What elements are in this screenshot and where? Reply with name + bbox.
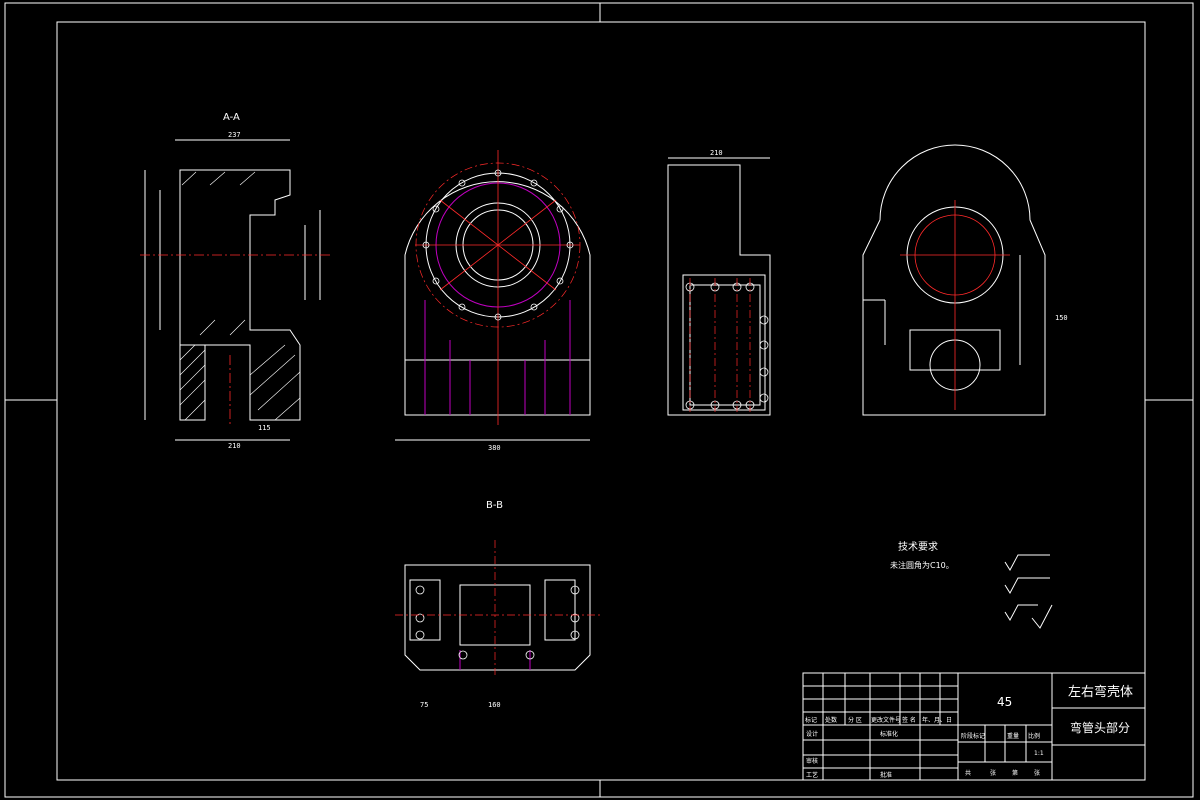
view-side: 210 [667, 149, 771, 416]
part-name-line-2: 弯管头部分 [1070, 720, 1130, 735]
dim-aa-top: 237 [228, 131, 241, 139]
stage-label-2: 比例 [1028, 732, 1040, 740]
view-front: 380 [395, 150, 591, 452]
stage-label-0: 阶段标记 [961, 732, 985, 740]
tech-heading: 技术要求 [898, 540, 938, 553]
approve-label: 批准 [880, 771, 892, 779]
row-label-3: 更改文件号 [871, 716, 901, 724]
view-section-bb: B-B 160 75 [395, 500, 600, 709]
process-label: 工艺 [806, 771, 818, 779]
dim-bb-side: 75 [420, 701, 428, 709]
drawing-frame [4, 2, 1194, 798]
surface-roughness-symbols [1004, 554, 1053, 629]
part-name-line-1: 左右弯壳体 [1068, 684, 1133, 700]
dim-aa-base: 115 [258, 424, 271, 432]
row-label-1: 处数 [825, 716, 837, 724]
view-section-aa: A-A 237 210 115 [140, 112, 330, 450]
title-block-text: 45 左右弯壳体 弯管头部分 标记 处数 分 区 更改文件号 签 名 年、月、日… [805, 684, 1133, 779]
scale-value: 1:1 [1034, 750, 1044, 757]
view-right: 150 [862, 144, 1068, 416]
dim-bb-center: 160 [488, 701, 501, 709]
tech-requirements: 技术要求 未注圆角为C10。 [890, 540, 954, 570]
section-bb-label: B-B [486, 500, 503, 511]
dim-right-height: 150 [1055, 314, 1068, 322]
tech-line-1: 未注圆角为C10。 [890, 560, 954, 570]
row-label-5: 年、月、日 [922, 716, 952, 724]
section-aa-label: A-A [223, 112, 240, 123]
material-code: 45 [997, 695, 1012, 709]
sheets-0: 共 [965, 769, 971, 777]
section-aa-hatching [179, 171, 301, 421]
standard-label: 标准化 [880, 730, 898, 738]
dim-aa-bottom: 210 [228, 442, 241, 450]
dim-side-top: 210 [710, 149, 723, 157]
check-label: 审核 [806, 757, 818, 765]
sheets-3: 张 [1034, 769, 1040, 777]
title-block [802, 672, 1146, 781]
row-label-4: 签 名 [902, 716, 916, 724]
front-bolt-holes [422, 169, 574, 321]
design-label: 设计 [806, 730, 818, 738]
row-label-2: 分 区 [848, 716, 862, 724]
sheets-1: 张 [990, 769, 996, 777]
row-label-0: 标记 [805, 716, 817, 724]
stage-label-1: 重量 [1007, 732, 1019, 740]
sheets-2: 第 [1012, 769, 1018, 777]
dim-front-width: 380 [488, 444, 501, 452]
